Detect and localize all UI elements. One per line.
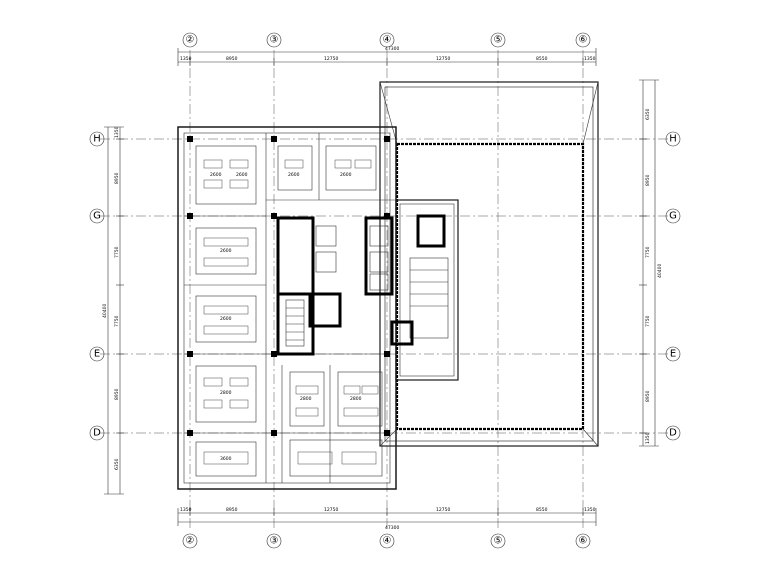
top-span: 1350 bbox=[584, 56, 596, 62]
axis-bubble-column: ④ bbox=[383, 536, 392, 547]
axis-bubble-row: G bbox=[669, 211, 677, 222]
room-label: 2600 bbox=[220, 316, 232, 322]
room-label: 2600 bbox=[220, 248, 232, 254]
column-bubbles-bottom: ② ③ ④ ⑤ ⑥ bbox=[182, 533, 591, 549]
axis-bubble-column: ② bbox=[186, 35, 195, 46]
axis-bubble-column: ⑥ bbox=[579, 536, 588, 547]
left-dimension-chain: 40400 1350 8950 7750 7750 8950 6350 bbox=[102, 126, 124, 495]
room-label: 2800 bbox=[220, 390, 232, 396]
building-outline bbox=[177, 126, 459, 490]
axis-bubble-row: E bbox=[670, 349, 676, 360]
column-bubbles-top: ② ③ ④ ⑤ ⑥ bbox=[182, 32, 591, 48]
right-span: 7750 bbox=[645, 315, 651, 327]
roof-terrace bbox=[379, 81, 599, 447]
axis-bubble-column: ⑤ bbox=[494, 35, 503, 46]
row-bubbles-left: H G E D bbox=[89, 131, 105, 441]
top-span: 8950 bbox=[226, 56, 238, 62]
axis-bubble-column: ⑥ bbox=[579, 35, 588, 46]
left-span: 7750 bbox=[114, 315, 120, 327]
axis-bubble-row: E bbox=[94, 349, 100, 360]
bottom-span: 8950 bbox=[226, 507, 238, 513]
axis-bubble-row: D bbox=[93, 428, 101, 439]
bottom-span: 12750 bbox=[324, 507, 338, 513]
axis-bubble-column: ③ bbox=[270, 35, 279, 46]
bottom-span: 12750 bbox=[436, 507, 450, 513]
bottom-span: 1350 bbox=[584, 507, 596, 513]
room-label: 2600 bbox=[210, 172, 222, 178]
room-label: 2600 bbox=[236, 172, 248, 178]
axis-bubble-column: ④ bbox=[383, 35, 392, 46]
top-span: 12750 bbox=[436, 56, 450, 62]
office-partitions bbox=[184, 133, 396, 483]
top-span: 8550 bbox=[536, 56, 548, 62]
bottom-span: 8550 bbox=[536, 507, 548, 513]
axis-bubble-column: ② bbox=[186, 536, 195, 547]
axis-bubble-column: ③ bbox=[270, 536, 279, 547]
top-dimension-chain: 47300 1350 8950 12750 12750 8550 1350 bbox=[177, 46, 597, 66]
bottom-overall-dimension: 47300 bbox=[385, 525, 399, 531]
bottom-dimension-chain: 1350 8950 12750 12750 8550 1350 47300 bbox=[177, 507, 597, 531]
room-labels: 2600 2600 2600 2600 2600 2600 2800 2800 … bbox=[210, 172, 362, 462]
left-span: 7750 bbox=[114, 246, 120, 258]
right-overall-dimension: 40400 bbox=[657, 264, 663, 278]
bottom-span: 1350 bbox=[180, 507, 192, 513]
left-span: 8950 bbox=[114, 172, 120, 184]
axis-bubble-row: H bbox=[93, 134, 101, 145]
right-span: 8950 bbox=[645, 390, 651, 402]
axis-bubble-row: H bbox=[669, 134, 677, 145]
right-span: 6350 bbox=[645, 108, 651, 120]
left-span: 1350 bbox=[114, 126, 120, 138]
left-span: 8950 bbox=[114, 388, 120, 400]
right-dimension-chain: 6350 8950 7750 7750 8950 1350 40400 bbox=[639, 79, 663, 447]
right-span: 1350 bbox=[645, 432, 651, 444]
room-label: 2800 bbox=[350, 396, 362, 402]
room-label: 2600 bbox=[340, 172, 352, 178]
left-span: 6350 bbox=[114, 458, 120, 470]
right-span: 7750 bbox=[645, 246, 651, 258]
top-span: 1350 bbox=[180, 56, 192, 62]
top-span: 12750 bbox=[324, 56, 338, 62]
room-label: 3600 bbox=[220, 456, 232, 462]
axis-bubble-column: ⑤ bbox=[494, 536, 503, 547]
axis-bubble-row: D bbox=[669, 428, 677, 439]
top-overall-dimension: 47300 bbox=[385, 46, 399, 52]
structural-columns bbox=[187, 136, 390, 436]
axis-bubble-row: G bbox=[93, 211, 101, 222]
row-bubbles-right: H G E D bbox=[665, 131, 681, 441]
right-span: 8950 bbox=[645, 174, 651, 186]
room-label: 2800 bbox=[300, 396, 312, 402]
building-core bbox=[276, 214, 449, 356]
left-overall-dimension: 40400 bbox=[102, 304, 108, 318]
room-label: 2600 bbox=[288, 172, 300, 178]
furniture bbox=[203, 159, 379, 465]
